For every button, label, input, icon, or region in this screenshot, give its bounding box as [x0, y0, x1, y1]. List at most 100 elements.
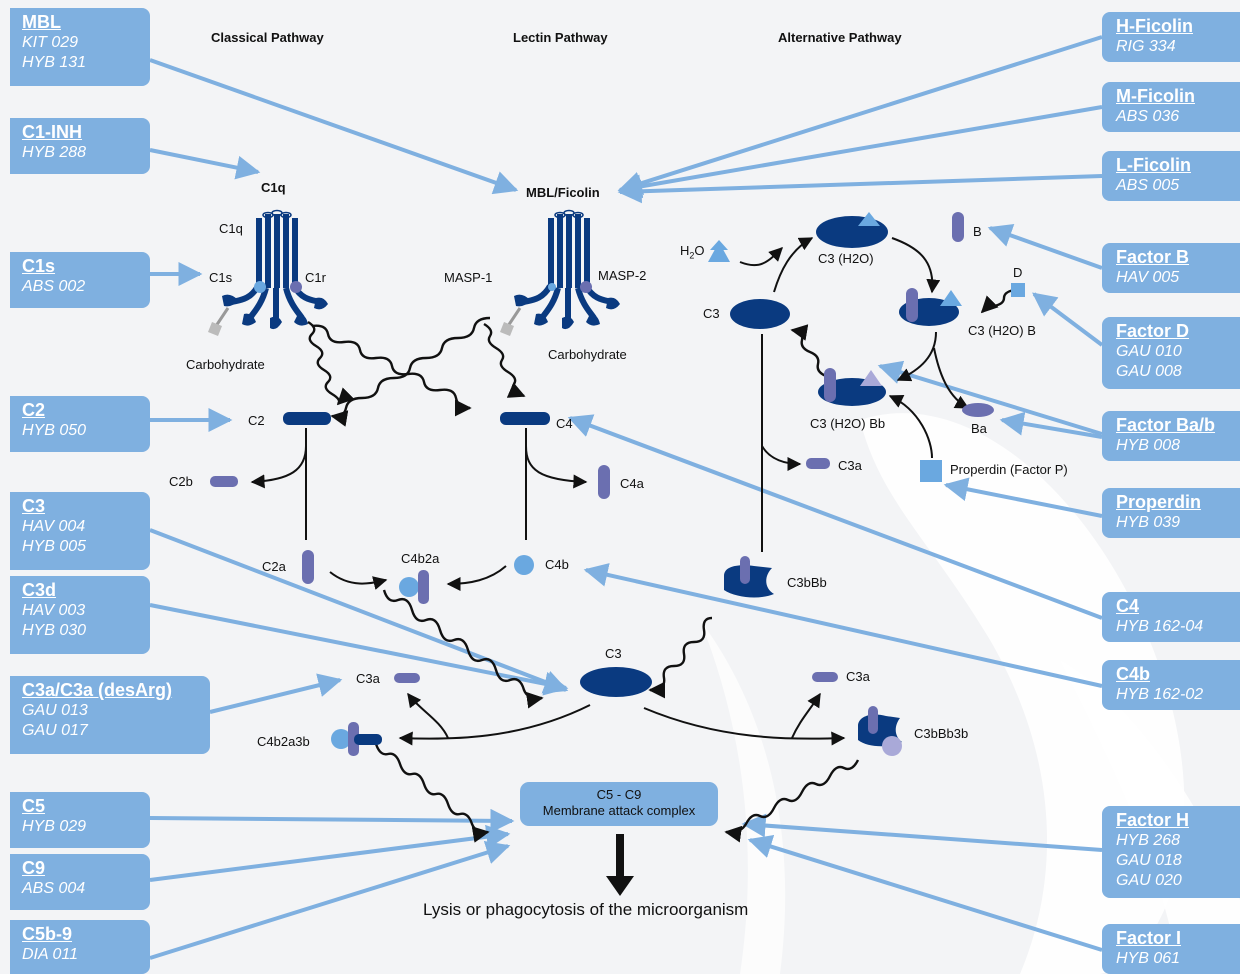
box-code: ABS 005 [1116, 177, 1180, 194]
box-code: HYB 039 [1116, 514, 1181, 531]
label-c3h2o: C3 (H2O) [818, 251, 874, 266]
box-title[interactable]: MBL [22, 12, 61, 32]
box-code: HYB 162-02 [1116, 686, 1204, 703]
pathway-lines [250, 237, 970, 746]
box-mbl[interactable]: MBL KIT 029 HYB 131 [10, 8, 150, 86]
label-c1q-title: C1q [261, 180, 286, 195]
header-lectin: Lectin Pathway [513, 30, 608, 45]
membrane-attack-complex: C5 - C9 Membrane attack complex [520, 782, 718, 826]
label-properdin-factor-p: Properdin (Factor P) [950, 462, 1068, 477]
box-code: KIT 029 [22, 34, 79, 51]
label-c1q: C1q [219, 221, 243, 236]
label-c3bbb: C3bBb [787, 575, 827, 590]
lysis-arrowhead [606, 876, 634, 896]
label-c2a: C2a [262, 559, 286, 574]
box-title[interactable]: C2 [22, 400, 46, 420]
box-c1s[interactable]: C1s ABS 002 [10, 252, 150, 308]
box-code: HYB 131 [22, 54, 87, 71]
label-c3bbb3b: C3bBb3b [914, 726, 969, 741]
box-code: HYB 050 [22, 422, 87, 439]
box-h-ficolin[interactable]: H-Ficolin RIG 334 [1102, 12, 1240, 62]
box-code: HYB 008 [1116, 437, 1181, 454]
box-title[interactable]: Factor D [1116, 321, 1190, 341]
label-c3-center: C3 [605, 646, 622, 661]
label-c4a: C4a [620, 476, 644, 491]
box-factor-ba-b[interactable]: Factor Ba/b HYB 008 [1102, 411, 1240, 461]
box-c4b[interactable]: C4b HYB 162-02 [1102, 660, 1240, 710]
box-title[interactable]: C3d [22, 580, 57, 600]
label-c3a-alt: C3a [838, 458, 862, 473]
activation-arrows [307, 288, 1015, 843]
box-c9[interactable]: C9 ABS 004 [10, 854, 150, 910]
box-code: GAU 008 [1116, 363, 1182, 380]
mac-line2: Membrane attack complex [542, 803, 696, 818]
box-c3a-desarg[interactable]: C3a/C3a (desArg) GAU 013 GAU 017 [10, 676, 210, 754]
label-c3-alt: C3 [703, 306, 720, 321]
box-title[interactable]: Properdin [1116, 492, 1202, 512]
label-c3h2obb: C3 (H2O) Bb [810, 416, 886, 431]
box-code: HYB 162-04 [1116, 618, 1204, 635]
box-title[interactable]: C5 [22, 796, 46, 816]
box-c2[interactable]: C2 HYB 050 [10, 396, 150, 452]
box-title[interactable]: C3a/C3a (desArg) [22, 680, 173, 700]
box-title[interactable]: Factor I [1116, 928, 1182, 948]
box-title[interactable]: C4b [1116, 664, 1151, 684]
box-code: HYB 030 [22, 622, 87, 639]
label-masp2: MASP-2 [598, 268, 647, 283]
label-d: D [1013, 265, 1023, 280]
box-title[interactable]: M-Ficolin [1116, 86, 1195, 106]
box-c4[interactable]: C4 HYB 162-04 [1102, 592, 1240, 642]
mbl-ficolin-molecule [500, 209, 620, 336]
box-title[interactable]: C9 [22, 858, 46, 878]
box-code: DIA 011 [22, 946, 79, 963]
header-classical: Classical Pathway [211, 30, 324, 45]
box-code: HAV 004 [22, 518, 86, 535]
box-title[interactable]: Factor H [1116, 810, 1190, 830]
box-c5[interactable]: C5 HYB 029 [10, 792, 150, 848]
mac-line1: C5 - C9 [596, 787, 642, 802]
label-c3h2ob: C3 (H2O) B [968, 323, 1036, 338]
box-code: ABS 036 [1116, 108, 1180, 125]
label-b: B [973, 224, 982, 239]
box-code: ABS 004 [22, 880, 86, 897]
box-factor-h[interactable]: Factor H HYB 268 GAU 018 GAU 020 [1102, 806, 1240, 898]
box-l-ficolin[interactable]: L-Ficolin ABS 005 [1102, 151, 1240, 201]
box-code: HYB 005 [22, 538, 87, 555]
box-properdin[interactable]: Properdin HYB 039 [1102, 488, 1240, 538]
box-code: HAV 005 [1116, 269, 1180, 286]
box-code: HAV 003 [22, 602, 86, 619]
label-carbohydrate-lectin: Carbohydrate [548, 347, 627, 362]
label-c4b2a: C4b2a [401, 551, 440, 566]
label-c4b2a3b: C4b2a3b [257, 734, 310, 749]
lysis-outcome: Lysis or phagocytosis of the microorgani… [423, 900, 749, 919]
box-title[interactable]: Factor B [1116, 247, 1190, 267]
antibody-pointers [149, 35, 1104, 960]
box-title[interactable]: C1-INH [22, 122, 83, 142]
box-title[interactable]: H-Ficolin [1116, 16, 1193, 36]
label-c2: C2 [248, 413, 265, 428]
box-title[interactable]: C3 [22, 496, 46, 516]
label-c1s: C1s [209, 270, 233, 285]
c1q-molecule [208, 209, 328, 336]
box-c1-inh[interactable]: C1-INH HYB 288 [10, 118, 150, 174]
box-code: GAU 017 [22, 722, 88, 739]
box-m-ficolin[interactable]: M-Ficolin ABS 036 [1102, 82, 1240, 132]
box-code: RIG 334 [1116, 38, 1176, 55]
box-c5b-9[interactable]: C5b-9 DIA 011 [10, 920, 150, 974]
box-title[interactable]: L-Ficolin [1116, 155, 1191, 175]
box-factor-b[interactable]: Factor B HAV 005 [1102, 243, 1240, 293]
box-title[interactable]: C4 [1116, 596, 1140, 616]
box-factor-i[interactable]: Factor I HYB 061 [1102, 924, 1240, 974]
label-mbl-ficolin: MBL/Ficolin [526, 185, 600, 200]
label-ba: Ba [971, 421, 987, 436]
box-title[interactable]: C1s [22, 256, 56, 276]
box-factor-d[interactable]: Factor D GAU 010 GAU 008 [1102, 317, 1240, 389]
box-c3[interactable]: C3 HAV 004 HYB 005 [10, 492, 150, 570]
box-c3d[interactable]: C3d HAV 003 HYB 030 [10, 576, 150, 654]
box-code: HYB 268 [1116, 832, 1181, 849]
box-title[interactable]: C5b-9 [22, 924, 73, 944]
box-code: HYB 288 [22, 144, 87, 161]
label-masp1: MASP-1 [444, 270, 493, 285]
label-c3a-left: C3a [356, 671, 380, 686]
box-title[interactable]: Factor Ba/b [1116, 415, 1216, 435]
